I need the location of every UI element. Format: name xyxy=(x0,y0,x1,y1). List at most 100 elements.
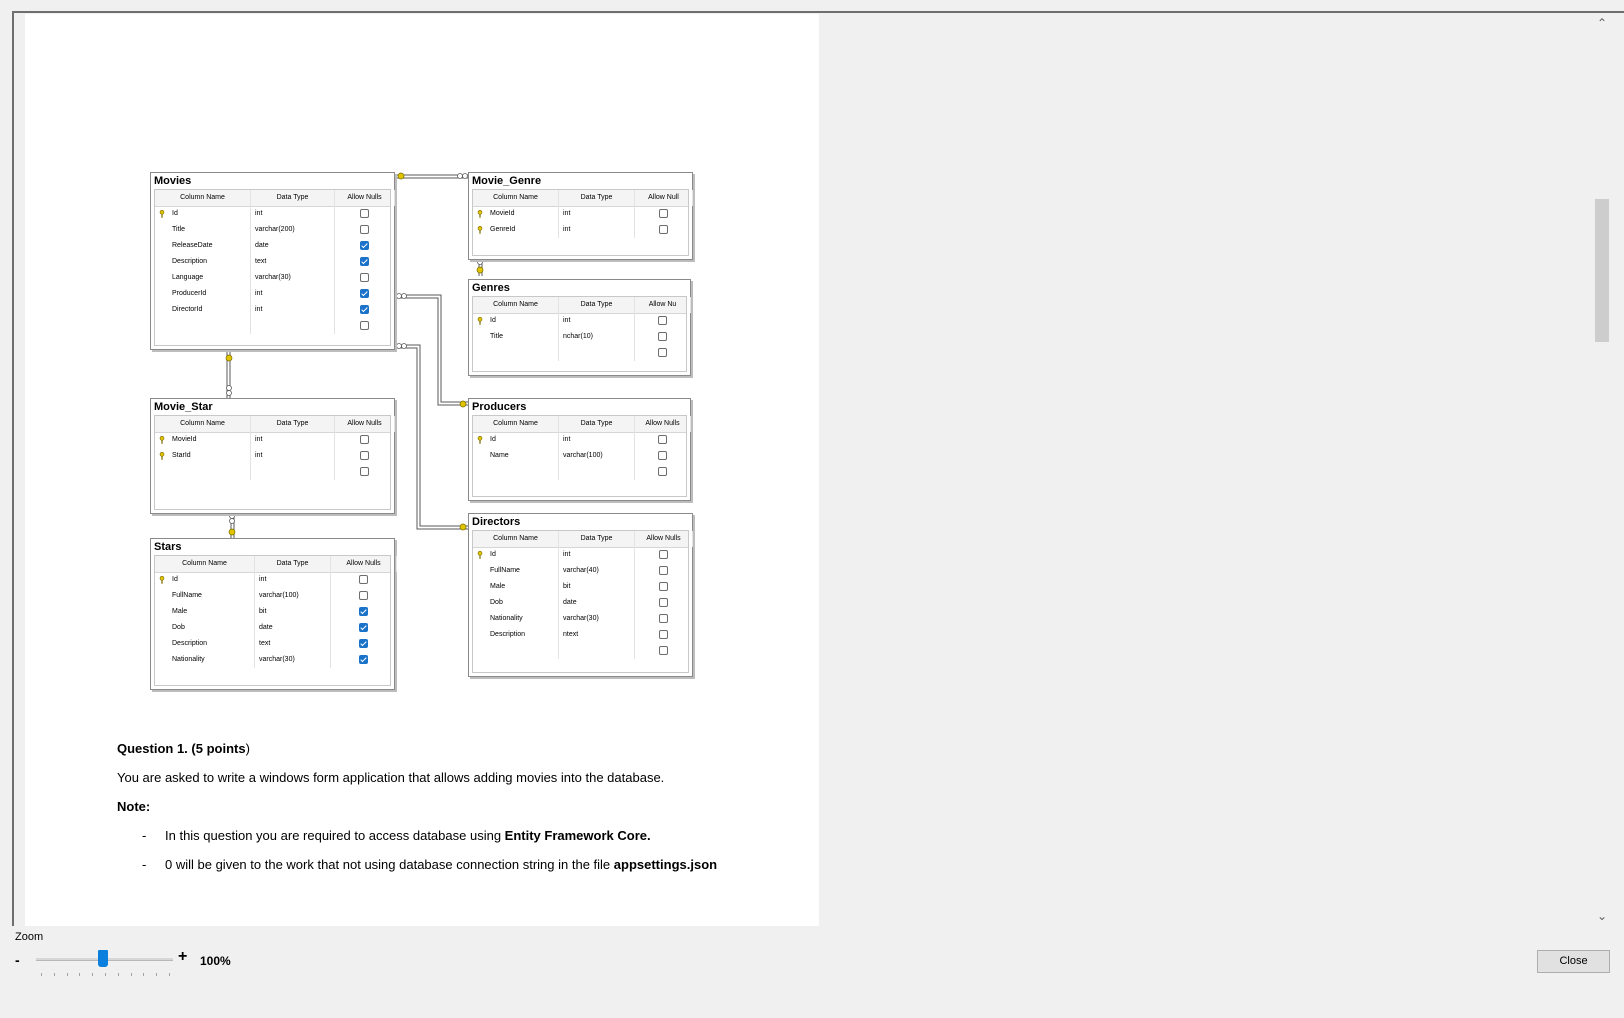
column-name-cell[interactable]: ReleaseDate xyxy=(155,238,251,254)
column-name-cell[interactable]: Name xyxy=(473,448,559,464)
data-type-cell[interactable]: date xyxy=(559,595,635,611)
column-name-cell[interactable]: FullName xyxy=(473,563,559,579)
data-type-cell[interactable]: int xyxy=(559,206,635,222)
data-type-cell[interactable]: text xyxy=(255,636,331,652)
data-type-cell[interactable]: text xyxy=(251,254,335,270)
data-type-cell[interactable] xyxy=(559,643,635,659)
column-name-cell[interactable] xyxy=(473,643,559,659)
data-type-cell[interactable]: int xyxy=(255,572,331,588)
data-type-cell[interactable]: int xyxy=(251,302,335,318)
allow-nulls-checkbox[interactable] xyxy=(360,321,369,330)
data-type-cell[interactable]: int xyxy=(251,432,335,448)
data-type-cell[interactable]: nchar(10) xyxy=(559,329,635,345)
allow-nulls-checkbox[interactable] xyxy=(360,289,369,298)
allow-nulls-checkbox[interactable] xyxy=(659,646,668,655)
data-type-cell[interactable]: int xyxy=(251,286,335,302)
allow-nulls-checkbox[interactable] xyxy=(359,623,368,632)
column-name-cell[interactable]: Language xyxy=(155,270,251,286)
data-type-cell[interactable]: date xyxy=(255,620,331,636)
allow-nulls-checkbox[interactable] xyxy=(659,550,668,559)
column-name-cell[interactable]: Id xyxy=(155,572,255,588)
data-type-cell[interactable]: varchar(30) xyxy=(251,270,335,286)
data-type-cell[interactable] xyxy=(251,318,335,334)
allow-nulls-checkbox[interactable] xyxy=(359,655,368,664)
column-name-cell[interactable]: Id xyxy=(473,313,559,329)
close-button[interactable]: Close xyxy=(1537,950,1610,973)
allow-nulls-checkbox[interactable] xyxy=(360,225,369,234)
allow-nulls-checkbox[interactable] xyxy=(360,273,369,282)
allow-nulls-checkbox[interactable] xyxy=(359,575,368,584)
column-name-cell[interactable]: Nationality xyxy=(155,652,255,668)
vertical-scrollbar[interactable]: ⌃ ⌄ xyxy=(1593,14,1611,926)
allow-nulls-checkbox[interactable] xyxy=(658,435,667,444)
column-name-cell[interactable]: Id xyxy=(473,547,559,563)
column-name-cell[interactable]: Dob xyxy=(473,595,559,611)
data-type-cell[interactable]: int xyxy=(559,432,635,448)
column-name-cell[interactable] xyxy=(155,464,251,480)
column-name-cell[interactable]: DirectorId xyxy=(155,302,251,318)
allow-nulls-checkbox[interactable] xyxy=(659,225,668,234)
allow-nulls-checkbox[interactable] xyxy=(658,451,667,460)
column-name-cell[interactable] xyxy=(473,464,559,480)
allow-nulls-checkbox[interactable] xyxy=(359,607,368,616)
allow-nulls-checkbox[interactable] xyxy=(360,467,369,476)
column-name-cell[interactable] xyxy=(155,318,251,334)
data-type-cell[interactable]: bit xyxy=(255,604,331,620)
chevron-up-icon[interactable]: ⌃ xyxy=(1596,16,1608,30)
data-type-cell[interactable]: varchar(200) xyxy=(251,222,335,238)
data-type-cell[interactable]: int xyxy=(251,206,335,222)
allow-nulls-checkbox[interactable] xyxy=(360,257,369,266)
column-name-cell[interactable]: MovieId xyxy=(473,206,559,222)
allow-nulls-checkbox[interactable] xyxy=(659,630,668,639)
data-type-cell[interactable] xyxy=(251,464,335,480)
column-name-cell[interactable]: Male xyxy=(155,604,255,620)
allow-nulls-checkbox[interactable] xyxy=(658,332,667,341)
allow-nulls-checkbox[interactable] xyxy=(359,591,368,600)
allow-nulls-checkbox[interactable] xyxy=(659,582,668,591)
column-name-cell[interactable]: Nationality xyxy=(473,611,559,627)
column-name-cell[interactable]: Description xyxy=(473,627,559,643)
data-type-cell[interactable]: bit xyxy=(559,579,635,595)
data-type-cell[interactable]: varchar(30) xyxy=(255,652,331,668)
column-name-cell[interactable]: ProducerId xyxy=(155,286,251,302)
data-type-cell[interactable] xyxy=(559,464,635,480)
data-type-cell[interactable]: int xyxy=(559,222,635,238)
data-type-cell[interactable]: ntext xyxy=(559,627,635,643)
allow-nulls-checkbox[interactable] xyxy=(360,451,369,460)
zoom-slider-thumb[interactable] xyxy=(98,950,108,967)
data-type-cell[interactable] xyxy=(559,345,635,361)
data-type-cell[interactable]: varchar(30) xyxy=(559,611,635,627)
column-name-cell[interactable]: GenreId xyxy=(473,222,559,238)
data-type-cell[interactable]: date xyxy=(251,238,335,254)
allow-nulls-checkbox[interactable] xyxy=(659,566,668,575)
allow-nulls-checkbox[interactable] xyxy=(360,209,369,218)
allow-nulls-checkbox[interactable] xyxy=(360,435,369,444)
data-type-cell[interactable]: int xyxy=(559,313,635,329)
allow-nulls-checkbox[interactable] xyxy=(658,348,667,357)
table-row[interactable] xyxy=(473,464,686,480)
zoom-out-button[interactable]: - xyxy=(15,952,20,968)
column-name-cell[interactable]: Description xyxy=(155,636,255,652)
column-name-cell[interactable]: Male xyxy=(473,579,559,595)
